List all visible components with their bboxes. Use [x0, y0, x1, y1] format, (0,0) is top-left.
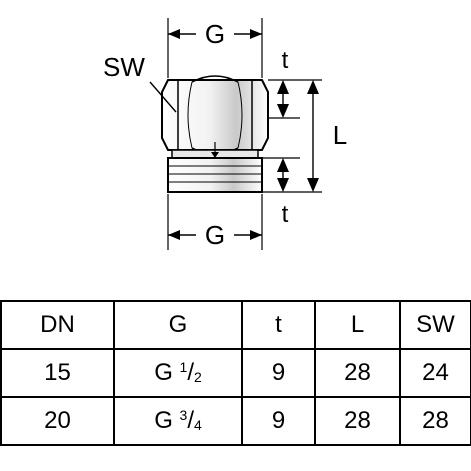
fraction-denominator: 4	[194, 417, 202, 433]
dimension-g-top	[168, 29, 262, 39]
dimension-t-bottom	[277, 158, 289, 192]
fraction-denominator: 2	[194, 369, 202, 385]
label-g-bottom: G	[205, 220, 225, 250]
label-t-bottom: t	[282, 201, 289, 228]
dimension-t-top	[277, 80, 289, 118]
label-l: L	[333, 120, 347, 150]
thread-fraction: 3/4	[179, 407, 202, 434]
label-sw: SW	[103, 52, 145, 82]
dimension-g-bottom	[168, 230, 262, 240]
cell-l: 28	[314, 396, 401, 446]
header-g: G	[113, 300, 243, 350]
cell-l: 28	[314, 348, 401, 398]
thread-fraction: 1/2	[179, 359, 202, 386]
header-l: L	[314, 300, 401, 350]
dimension-table: DN G t L SW 15 G 1/2 9 28 24 20 G 3/4 9 …	[0, 300, 471, 446]
fitting-technical-drawing: G G SW t t L	[103, 18, 347, 250]
header-t: t	[241, 300, 316, 350]
cell-g: G 1/2	[113, 348, 243, 398]
table-row: 20 G 3/4 9 28 28	[0, 396, 471, 446]
label-g-top: G	[205, 19, 225, 49]
cell-t: 9	[241, 396, 316, 446]
cell-g-prefix: G	[154, 359, 173, 386]
cell-dn: 20	[0, 396, 115, 446]
cell-t: 9	[241, 348, 316, 398]
cell-sw: 24	[399, 348, 471, 398]
table-row: 15 G 1/2 9 28 24	[0, 348, 471, 398]
cell-sw: 28	[399, 396, 471, 446]
cell-dn: 15	[0, 348, 115, 398]
cell-g-prefix: G	[154, 407, 173, 434]
fraction-numerator: 1	[179, 359, 188, 375]
fraction-numerator: 3	[179, 407, 188, 423]
label-t-top: t	[282, 47, 289, 74]
threaded-spigot	[167, 142, 263, 193]
hex-nut	[161, 75, 269, 155]
table-header-row: DN G t L SW	[0, 300, 471, 350]
header-dn: DN	[0, 300, 115, 350]
sw-leader-line	[149, 81, 177, 113]
dimension-l	[307, 80, 319, 192]
cell-g: G 3/4	[113, 396, 243, 446]
header-sw: SW	[399, 300, 471, 350]
